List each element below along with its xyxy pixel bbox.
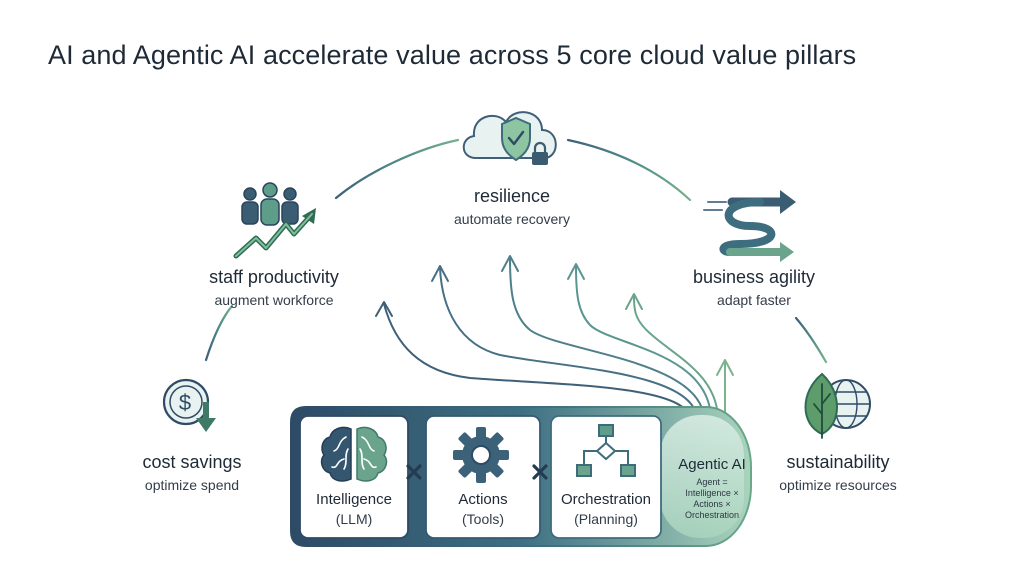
formula-line: Agent = <box>696 477 728 487</box>
pillar-sustainability: sustainability optimize resources <box>779 452 897 493</box>
pillar-title: business agility <box>692 267 816 287</box>
pillar-title: cost savings <box>142 452 242 472</box>
outer-arc <box>204 138 828 364</box>
component-title: Orchestration <box>560 491 652 508</box>
component-title: Actions <box>458 491 508 508</box>
multiply-operators <box>406 464 548 480</box>
brain-icon <box>320 426 388 482</box>
pillar-subtitle: automate recovery <box>454 211 570 227</box>
pillar-subtitle: optimize resources <box>779 477 897 493</box>
orchestration-box <box>550 415 662 539</box>
agentic-formula: Agent = Intelligence × Actions × Orchest… <box>678 477 746 521</box>
team-growth-icon <box>233 182 316 259</box>
pillar-subtitle: augment workforce <box>214 292 334 308</box>
gear-icon <box>453 427 509 483</box>
formula-line: Intelligence × <box>685 488 739 498</box>
pillar-business-agility: business agility adapt faster <box>693 267 815 308</box>
agentic-ai-label: Agentic AI Agent = Intelligence × Action… <box>678 456 746 521</box>
formula-line: Orchestration <box>684 510 740 520</box>
pillar-cost-savings: cost savings optimize spend <box>142 452 241 493</box>
formula-line: Actions × <box>693 499 731 509</box>
pillar-resilience: resilience automate recovery <box>454 186 570 227</box>
agent-component-box <box>290 406 752 547</box>
page-title: AI and Agentic AI accelerate value acros… <box>48 40 857 70</box>
upward-arrows <box>375 255 734 421</box>
pillar-title: sustainability <box>786 452 890 472</box>
flowchart-icon <box>576 424 636 477</box>
component-actions: Actions (Tools) <box>458 491 507 527</box>
pillar-subtitle: optimize spend <box>144 477 240 493</box>
pillar-subtitle: adapt faster <box>717 292 791 308</box>
component-title: Intelligence <box>316 491 392 508</box>
agentic-title: Agentic AI <box>678 456 746 473</box>
agility-arrows-icon <box>703 190 796 262</box>
pillar-title: staff productivity <box>209 267 339 287</box>
component-intelligence: Intelligence (LLM) <box>316 491 392 527</box>
component-subtitle: (LLM) <box>335 511 373 527</box>
pillar-title: resilience <box>473 186 551 206</box>
component-subtitle: (Planning) <box>574 511 638 527</box>
svg-text:$: $ <box>179 390 191 415</box>
cloud-shield-lock-icon <box>462 111 557 165</box>
pillar-staff-productivity: staff productivity augment workforce <box>209 267 339 308</box>
leaf-globe-icon <box>804 372 871 439</box>
dollar-down-icon: $ <box>162 378 216 432</box>
component-orchestration: Orchestration (Planning) <box>561 491 651 527</box>
component-subtitle: (Tools) <box>461 511 505 527</box>
